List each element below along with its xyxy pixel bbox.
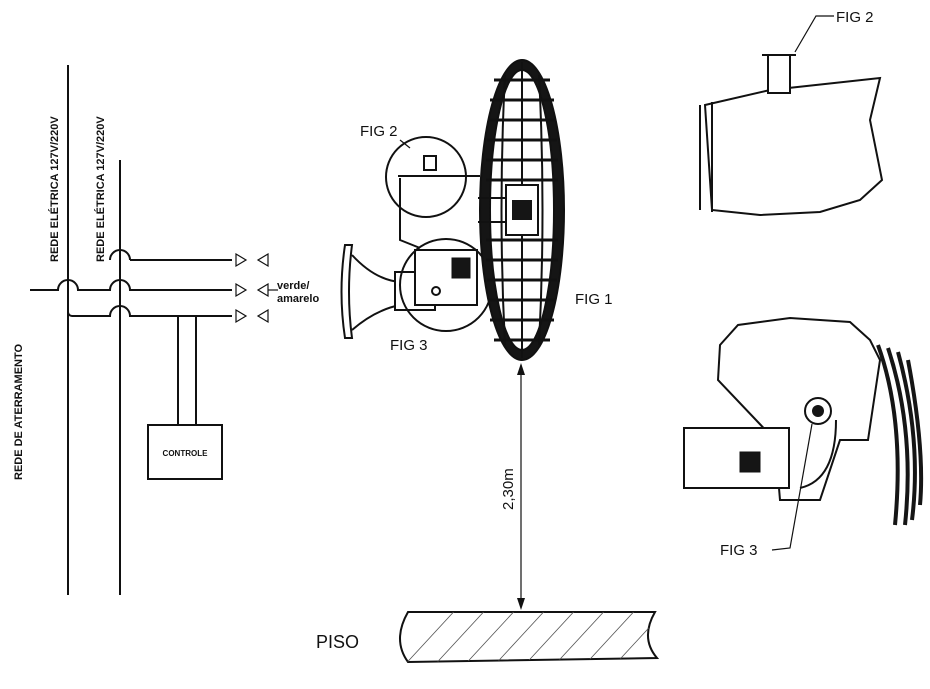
- dimension-arrow-top: [517, 363, 525, 375]
- connector-arrows: [235, 252, 278, 324]
- wire-top-jump: [109, 249, 131, 261]
- fig2-leader: [399, 139, 411, 149]
- fig3-detail-bolt-center: [812, 405, 824, 417]
- arrow-mid-out: [235, 282, 248, 298]
- arrow-top-in: [256, 252, 269, 268]
- dimension-arrow-bottom: [517, 598, 525, 610]
- fig2-detail-body: [703, 76, 884, 217]
- arrow-top-out: [235, 252, 248, 268]
- fig3-detail-nut: [739, 451, 761, 473]
- fig3-main-label: FIG 3: [390, 337, 428, 354]
- height-label: 2,30m: [500, 468, 517, 510]
- fig2-rod: [399, 178, 421, 249]
- fig2-detail-label: FIG 2: [836, 9, 874, 26]
- rede-eletrica-label-2: REDE ELÉTRICA 127V/220V: [94, 116, 107, 262]
- wire-ground: [30, 279, 232, 291]
- motor-shaft: [478, 197, 506, 223]
- controle-label: CONTROLE: [163, 449, 209, 458]
- floor-slab: [399, 611, 660, 664]
- fig3-detail-leader: [771, 423, 813, 551]
- fig2-pin: [423, 155, 437, 171]
- fig1-label: FIG 1: [575, 291, 613, 308]
- bracket-bolt: [431, 286, 441, 296]
- height-dimension: 2,30m: [500, 363, 525, 610]
- fig2-highlight-circle: [385, 136, 467, 218]
- controle-box: [147, 424, 223, 480]
- amarelo-label: amarelo: [277, 293, 319, 305]
- rede-aterramento-label: REDE DE ATERRAMENTO: [13, 343, 25, 480]
- fan-assembly: FIG 2 FIG 3: [340, 59, 613, 361]
- wall-plate: [340, 244, 354, 339]
- detail-fig2: FIG 2: [699, 9, 884, 217]
- detail-fig3: FIG 3: [683, 316, 924, 559]
- fan-hub-center: [512, 200, 532, 220]
- mount-neck: [351, 254, 401, 331]
- wire-bottom: [67, 305, 232, 317]
- fig2-detail-pin: [767, 54, 791, 94]
- fig2-detail-leader: [794, 15, 834, 53]
- verde-label: verde/: [277, 280, 309, 292]
- fig2-main-label: FIG 2: [360, 123, 398, 140]
- wiring-schematic: CONTROLE verde/ amarelo REDE DE ATERRAME…: [13, 65, 319, 595]
- floor: PISO: [316, 611, 660, 664]
- fig3-detail-grille: [876, 344, 924, 526]
- arrow-bot-out: [235, 308, 248, 324]
- fan-grille: [478, 59, 565, 361]
- bracket-knob: [451, 257, 471, 279]
- fig3-detail-arm: [683, 427, 790, 489]
- arrow-bot-in: [256, 308, 269, 324]
- fig3-detail-curve: [799, 419, 837, 489]
- arrow-mid-in: [256, 282, 269, 298]
- fig2-detail-edge: [699, 102, 713, 212]
- rede-eletrica-label-1: REDE ELÉTRICA 127V/220V: [48, 116, 61, 262]
- fig3-detail-label: FIG 3: [720, 542, 758, 559]
- piso-label: PISO: [316, 632, 359, 652]
